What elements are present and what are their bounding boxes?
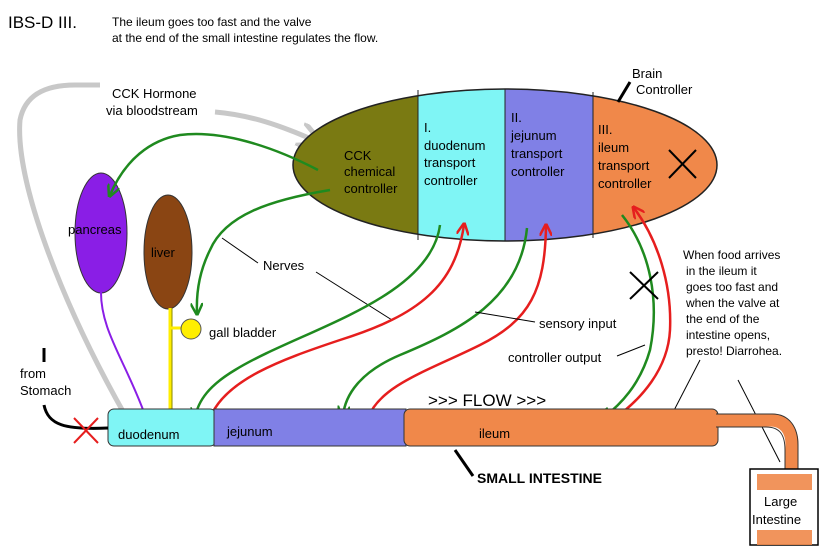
ileum-controller-failure-x-icon [668, 149, 697, 179]
brain-label-line2: Controller [636, 82, 693, 97]
ileum-nerve-failure-x-icon [629, 271, 659, 300]
duodenum-controller-label-1: I. [424, 120, 431, 135]
ileum-controller-output-arrow [603, 214, 656, 418]
pancreas-duct [99, 289, 146, 416]
jejunum-controller-label-2: jejunum [510, 128, 557, 143]
controller-output-pointer [616, 344, 646, 357]
duodenum-controller-region [418, 89, 505, 241]
diagram-code: IBS-D III. [8, 13, 77, 32]
jejunum-controller-region [505, 89, 593, 241]
note-line-2: in the ileum it [686, 264, 757, 278]
ileum-controller-label-1: III. [598, 122, 612, 137]
ileum-controller-label-4: controller [598, 176, 652, 191]
from-stomach-label-line2: Stomach [20, 383, 71, 398]
ileum-segment [403, 408, 719, 447]
small-intestine [107, 408, 719, 447]
brain-label-line1: Brain [632, 66, 662, 81]
jejunum-sensory-input-arrow [366, 226, 546, 419]
ileum-controller-label-3: transport [598, 158, 650, 173]
diagram-subtitle-line2: at the end of the small intestine regula… [112, 31, 378, 45]
gall-bladder-label: gall bladder [209, 325, 277, 340]
cck-hormone-arrow [214, 109, 318, 142]
sensory-input-pointer [474, 311, 536, 323]
jejunum-controller-label-4: controller [511, 164, 565, 179]
cck-hormone-label-line2: via bloodstream [106, 103, 198, 118]
nerves-pointer-1 [221, 237, 259, 264]
note-line-6: intestine opens, [686, 328, 770, 342]
note-line-5: the end of the [686, 312, 760, 326]
liver-label: liver [151, 245, 176, 260]
duodenum-controller-label-2: duodenum [424, 138, 485, 153]
large-intestine-label-line2: Intestine [752, 512, 801, 527]
duodenum-controller-output-arrow [195, 224, 442, 418]
note-line-3: goes too fast and [686, 280, 778, 294]
duodenum-sensory-input-arrow [208, 225, 464, 419]
duodenum-segment-label: duodenum [118, 427, 179, 442]
cck-to-pancreas-arrow [110, 132, 319, 195]
from-stomach-label-line1: from [20, 366, 46, 381]
jejunum-controller-label-1: II. [511, 110, 522, 125]
jejunum-segment-label: jejunum [226, 424, 273, 439]
ileum-segment-label: ileum [479, 426, 510, 441]
pylorus-closed-x-icon [73, 417, 99, 444]
flow-label: >>> FLOW >>> [428, 391, 546, 410]
brain-label-pointer [616, 81, 632, 103]
note-line-1: When food arrives [683, 248, 780, 262]
liver-organ [143, 194, 193, 310]
ileocecal-connector [716, 413, 799, 470]
controller-output-label: controller output [508, 350, 602, 365]
ileum-sensory-input-arrow [614, 208, 672, 420]
note-line-4: when the valve at [685, 296, 780, 310]
large-intestine-label-line1: Large [764, 494, 797, 509]
small-intestine-pointer [453, 449, 475, 477]
jejunum-controller-output-arrow [343, 227, 529, 416]
gall-bladder-organ [180, 318, 202, 340]
cck-to-gallbladder-arrow [197, 188, 331, 313]
diagram-subtitle-line1: The ileum goes too fast and the valve [112, 15, 312, 29]
stomach-inflow-path [42, 404, 109, 430]
cck-bloodstream-path [17, 82, 128, 417]
cck-hormone-label-line1: CCK Hormone [112, 86, 197, 101]
sensory-input-label: sensory input [539, 316, 617, 331]
nerves-pointer-2 [315, 271, 393, 321]
duodenum-controller-label-4: controller [424, 173, 478, 188]
jejunum-controller-label-3: transport [511, 146, 563, 161]
nerves-label: Nerves [263, 258, 305, 273]
cck-controller-label-2: chemical [344, 164, 395, 179]
small-intestine-label: SMALL INTESTINE [477, 470, 602, 486]
cck-controller-label-3: controller [344, 181, 398, 196]
ileum-controller-label-2: ileum [598, 140, 629, 155]
pancreas-label: pancreas [68, 222, 122, 237]
note-line-7: presto! Diarrohea. [686, 344, 782, 358]
cck-controller-label-1: CCK [344, 148, 372, 163]
duodenum-controller-label-3: transport [424, 155, 476, 170]
